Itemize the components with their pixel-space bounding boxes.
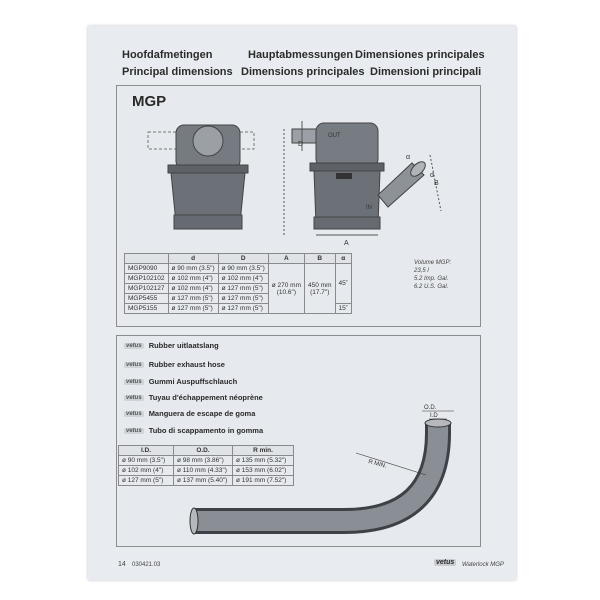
doc-code: 030421.03: [132, 562, 161, 568]
in-label: IN: [366, 205, 372, 211]
A-value: ø 270 mm (10.6"): [267, 263, 306, 314]
header-italian: Dimensioni principali: [370, 66, 482, 78]
col-B: B: [304, 253, 336, 264]
vetus-logo: vetus: [124, 410, 144, 417]
alpha-value-2: 15˚: [334, 303, 352, 314]
D-label: D: [298, 141, 303, 148]
vetus-logo: vetus: [124, 427, 144, 434]
out-label: OUT: [328, 133, 341, 139]
header-spanish: Dimensiones principales: [355, 49, 485, 61]
vetus-logo: vetus: [124, 342, 144, 349]
od-label: O.D.: [424, 405, 437, 411]
hose-drawing: O.D. I.D R MIN.: [189, 405, 454, 535]
alpha-value-1: 45˚: [334, 263, 352, 304]
footer-product: Waterlock MGP: [462, 562, 504, 568]
mgp-dimension-table: d D A B α MGP9090 ø 90 mm (3.5") ø 90 mm…: [124, 253, 352, 314]
B-value: 450 mm (17.7"): [304, 263, 336, 314]
alpha-label: α: [406, 154, 410, 161]
id-label: I.D: [430, 413, 438, 419]
mgp-drawing: OUT D d IN A B α: [147, 121, 442, 247]
vetus-logo: vetus: [124, 394, 144, 401]
volume-note: Volume MGP: 23,5 l 5.2 Imp. Gal. 6.2 U.S…: [414, 260, 452, 290]
vetus-logo: vetus: [124, 361, 144, 368]
vetus-logo: vetus: [124, 378, 144, 385]
col-d: d: [167, 253, 219, 264]
col-D: D: [217, 253, 269, 264]
col-alpha: α: [334, 253, 352, 264]
mgp-front-view: [147, 124, 255, 230]
B-label: B: [434, 180, 439, 187]
header-german: Hauptabmessungen: [248, 49, 354, 61]
page-number: 14: [118, 561, 126, 568]
footer-vetus-logo: vetus: [434, 559, 457, 566]
table-row: MGP5155 ø 127 mm (5") ø 127 mm (5") 15˚: [124, 303, 352, 314]
table-row: ø 127 mm (5") ø 137 mm (5.40") ø 191 mm …: [118, 475, 294, 486]
header-dutch: Hoofdafmetingen: [122, 49, 213, 61]
A-label: A: [344, 240, 349, 247]
col-model: [124, 253, 169, 264]
hose-dimension-table: I.D. O.D. R min. ø 90 mm (3.5") ø 98 mm …: [118, 445, 294, 486]
header-english: Principal dimensions: [122, 66, 233, 78]
rmin-label: R MIN.: [367, 459, 387, 470]
col-A: A: [267, 253, 306, 264]
header-french: Dimensions principales: [241, 66, 365, 78]
table-row: MGP9090 ø 90 mm (3.5") ø 90 mm (3.5") ø …: [124, 263, 352, 314]
d-label: d: [430, 172, 434, 179]
mgp-title: MGP: [132, 93, 167, 110]
mgp-side-view: [283, 121, 442, 236]
